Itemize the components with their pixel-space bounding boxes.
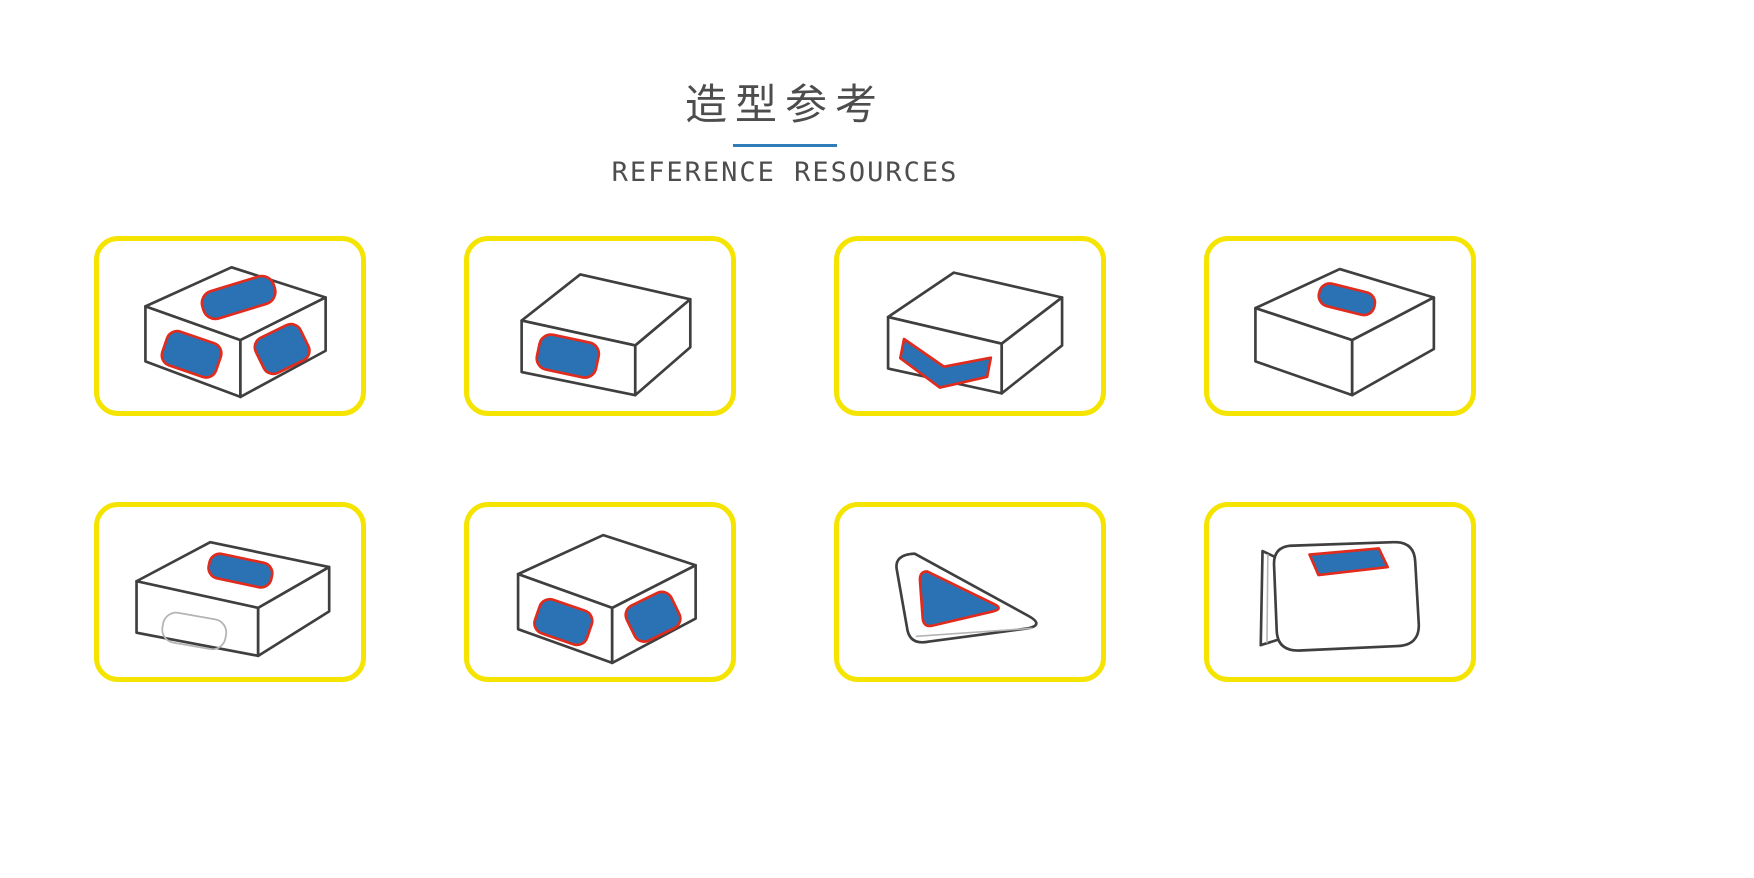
box-windows-front-side-illustration [516,533,698,665]
reference-card-2 [464,236,736,416]
chevron-window [899,337,993,389]
wedge-box-window-illustration [895,552,1038,644]
side-window [253,322,312,376]
section-title: 造型参考 [684,80,885,129]
front-window [533,597,594,647]
front-window [160,329,223,379]
top-window [1308,547,1390,577]
side-window [624,590,682,644]
top-window [207,552,274,589]
box-window-top-illustration [1254,267,1436,397]
reference-card-7 [834,502,1106,682]
front-window [535,333,601,380]
reference-card-8 [1204,502,1476,682]
reference-card-4 [1204,236,1476,416]
wedge-edge-line [915,627,1033,638]
top-window [200,274,277,321]
title-divider [733,144,837,147]
pouch-window-illustration [1259,540,1421,652]
ghost-front-window [161,611,228,651]
pouch-body [1272,540,1421,652]
box-windows-top-front-side-illustration [144,266,328,399]
reference-grid [94,236,1476,682]
page-content: 造型参考 REFERENCE RESOURCES [0,80,1570,682]
top-window [918,570,1001,628]
box-chevron-window-illustration [886,271,1064,395]
top-window [1317,282,1377,317]
reference-card-6 [464,502,736,682]
section-subtitle: REFERENCE RESOURCES [611,157,959,188]
section-header: 造型参考 REFERENCE RESOURCES [0,80,1570,188]
reference-card-5 [94,502,366,682]
reference-card-3 [834,236,1106,416]
box-window-top-ghost-front-illustration [135,540,331,658]
fin-line [1266,553,1269,644]
reference-card-1 [94,236,366,416]
box-window-front-illustration [520,273,692,397]
